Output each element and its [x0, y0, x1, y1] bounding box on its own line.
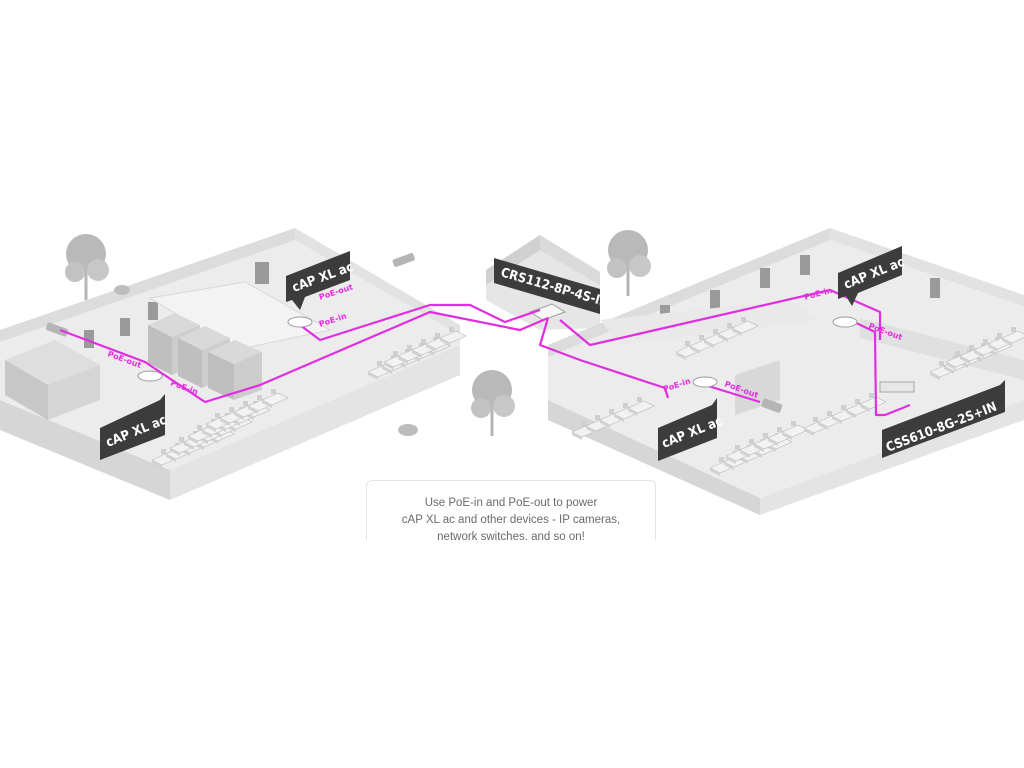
poe-cabling	[59, 288, 911, 417]
caption-line: cAP XL ac and other devices - IP cameras…	[401, 514, 621, 526]
left-building	[0, 228, 466, 500]
tree-icon	[469, 368, 517, 438]
cable-left-upper	[299, 303, 541, 342]
caption-line: network switches, and so on!	[437, 531, 585, 540]
tree-icon	[605, 228, 653, 298]
cap-left-top-icon	[287, 316, 313, 328]
cable-switch	[849, 319, 911, 417]
cable-right-upper	[559, 288, 882, 347]
caption-line: Use PoE-in and PoE-out to power	[424, 497, 598, 509]
cable-left-lower	[59, 310, 549, 404]
tree-icon	[63, 232, 111, 302]
caption-box: Use PoE-in and PoE-out to power cAP XL a…	[366, 480, 656, 540]
cable-right-lower	[538, 317, 670, 399]
cable-camera	[704, 383, 761, 404]
access-points	[137, 316, 858, 388]
trees	[63, 228, 653, 438]
cap-right-top-icon	[832, 316, 858, 328]
cap-right-bottom-icon	[692, 376, 718, 388]
cap-left-bottom-icon	[137, 370, 163, 382]
